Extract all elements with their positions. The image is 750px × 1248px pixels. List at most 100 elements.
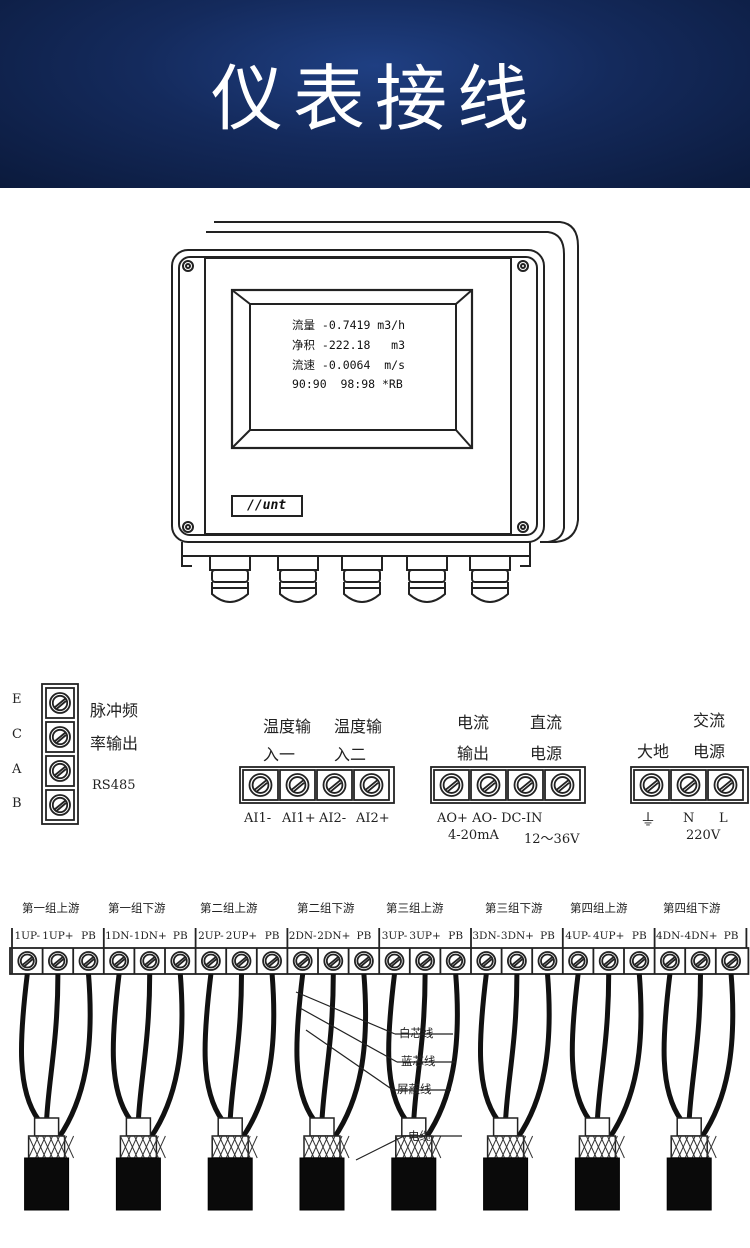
cable-label-blue-core: 蓝芯线 bbox=[401, 1054, 436, 1068]
sensor-pin-label: 4DN- bbox=[655, 930, 684, 942]
output-terminal-cell bbox=[433, 769, 470, 801]
sensor-terminal-screw bbox=[507, 951, 527, 971]
transducer-cable bbox=[202, 973, 277, 1211]
output-terminal-cell bbox=[544, 769, 581, 801]
cable-jacket bbox=[483, 1157, 529, 1211]
sensor-terminal-screw bbox=[48, 951, 68, 971]
cable-wire bbox=[148, 973, 185, 1140]
pulse-terminal-strip bbox=[41, 683, 79, 825]
transducer-cable bbox=[661, 973, 736, 1211]
ac-terminal-cell bbox=[633, 769, 670, 801]
cable-braid bbox=[578, 1135, 625, 1159]
current-output-header-2: 输出 bbox=[457, 744, 490, 763]
sensor-terminal-screw bbox=[384, 951, 405, 971]
temp2-header-1: 温度输 bbox=[334, 717, 383, 736]
sensor-pin-label: 4UP+ bbox=[592, 930, 625, 942]
cable-gland bbox=[406, 555, 448, 603]
pulse-label-2: 率输出 bbox=[90, 734, 139, 753]
pulse-terminal-screw bbox=[49, 692, 71, 714]
ac-voltage: 220V bbox=[686, 828, 721, 843]
transducer-cable bbox=[569, 973, 644, 1211]
cable-core-sleeve bbox=[676, 1117, 702, 1137]
sensor-terminal-strip bbox=[9, 928, 750, 975]
sensor-pin-label: 1DN+ bbox=[133, 930, 167, 942]
cable-label-shield: 屏蔽线 bbox=[397, 1082, 432, 1096]
sensor-pin-label: PB bbox=[540, 930, 555, 942]
cable-label-white-core: 白芯线 bbox=[399, 1026, 434, 1040]
sensor-pin-label: 2UP- bbox=[198, 930, 224, 942]
cable-wire bbox=[110, 973, 133, 1122]
cable-wire bbox=[423, 973, 460, 1140]
pulse-terminal-cell bbox=[45, 687, 75, 719]
cable-jacket bbox=[24, 1157, 70, 1211]
cable-wire bbox=[202, 973, 225, 1122]
temperature-terminal-strip bbox=[239, 766, 395, 804]
cable-wire bbox=[331, 973, 369, 1140]
output-terminal-screw bbox=[439, 773, 464, 797]
ground-header: 大地 bbox=[637, 742, 670, 761]
sensor-terminal-screw bbox=[476, 951, 497, 971]
cable-wire bbox=[503, 973, 520, 1121]
ac-terminal-screw bbox=[639, 773, 664, 797]
sensor-terminal-screw bbox=[598, 951, 619, 971]
sensor-pin-label: 2DN+ bbox=[317, 930, 351, 942]
pulse-terminal-screw bbox=[49, 760, 71, 782]
cable-wire bbox=[411, 973, 428, 1121]
cable-wire bbox=[386, 973, 408, 1122]
pulse-label-1: 脉冲频 bbox=[90, 701, 139, 720]
ac-terminal-cell bbox=[707, 769, 744, 801]
sensor-terminal-screw bbox=[262, 951, 283, 971]
cable-wire bbox=[686, 973, 703, 1121]
lcd-line-4: 90:90 98:98 *RB bbox=[292, 377, 403, 391]
output-terminal-screw bbox=[476, 773, 501, 797]
sensor-terminal-screw bbox=[660, 951, 680, 971]
transducer-cable bbox=[110, 973, 185, 1211]
cable-wire bbox=[594, 973, 612, 1121]
cable-gland bbox=[341, 555, 383, 603]
sensor-terminal-screw bbox=[445, 951, 466, 971]
pin-label-a: A bbox=[12, 762, 22, 777]
pin-label-e: E bbox=[12, 692, 22, 707]
group-header-6: 第三组下游 bbox=[485, 901, 543, 915]
cable-jacket bbox=[207, 1157, 253, 1211]
sensor-pin-label: 1UP+ bbox=[42, 930, 74, 942]
sensor-pin-label: PB bbox=[631, 930, 647, 942]
sensor-terminal-screw bbox=[537, 951, 558, 971]
temp1-header-2: 入一 bbox=[263, 745, 296, 764]
cable-braid bbox=[211, 1135, 258, 1159]
output-terminal-screw bbox=[550, 773, 575, 797]
dc-power-header-1: 直流 bbox=[530, 713, 563, 732]
pulse-terminal-cell bbox=[45, 755, 75, 787]
lcd-line-2: 净积 -222.18 m3 bbox=[292, 338, 406, 352]
output-terminal-screw bbox=[513, 773, 538, 797]
cable-wire bbox=[515, 973, 552, 1140]
meter-enclosure bbox=[171, 221, 579, 603]
cable-wire bbox=[478, 973, 500, 1122]
cable-braid bbox=[486, 1135, 534, 1159]
sensor-pin-label: 4UP- bbox=[565, 930, 591, 942]
temp-terminal-cell bbox=[353, 769, 390, 801]
sensor-terminal-screw bbox=[629, 951, 650, 971]
brand-logo: //unt bbox=[247, 498, 287, 513]
cable-leader-lines bbox=[295, 991, 462, 1161]
sensor-pin-label: 4DN+ bbox=[684, 930, 718, 942]
cable-wire bbox=[699, 973, 736, 1140]
transducer-cable bbox=[478, 973, 552, 1211]
pulse-terminal-screw bbox=[49, 794, 71, 816]
pulse-terminal-cell bbox=[45, 721, 75, 753]
cable-jacket bbox=[115, 1157, 161, 1211]
sensor-terminal-screw bbox=[721, 951, 741, 971]
output-pins: AO+ AO- DC-IN bbox=[437, 811, 543, 826]
leader-line bbox=[295, 991, 396, 1035]
sensor-pin-label: 2UP+ bbox=[225, 930, 258, 942]
transducer-cable bbox=[294, 973, 369, 1211]
cable-core-sleeve bbox=[584, 1117, 611, 1137]
output-terminal-cell bbox=[507, 769, 544, 801]
current-range: 4-20mA bbox=[448, 828, 499, 843]
temp-terminal-screw bbox=[248, 773, 273, 797]
group-header-8: 第四组下游 bbox=[663, 901, 721, 915]
group-header-7: 第四组上游 bbox=[570, 901, 628, 915]
temp-pin-1: AI1- bbox=[244, 811, 272, 826]
pin-label-b: B bbox=[12, 796, 22, 811]
